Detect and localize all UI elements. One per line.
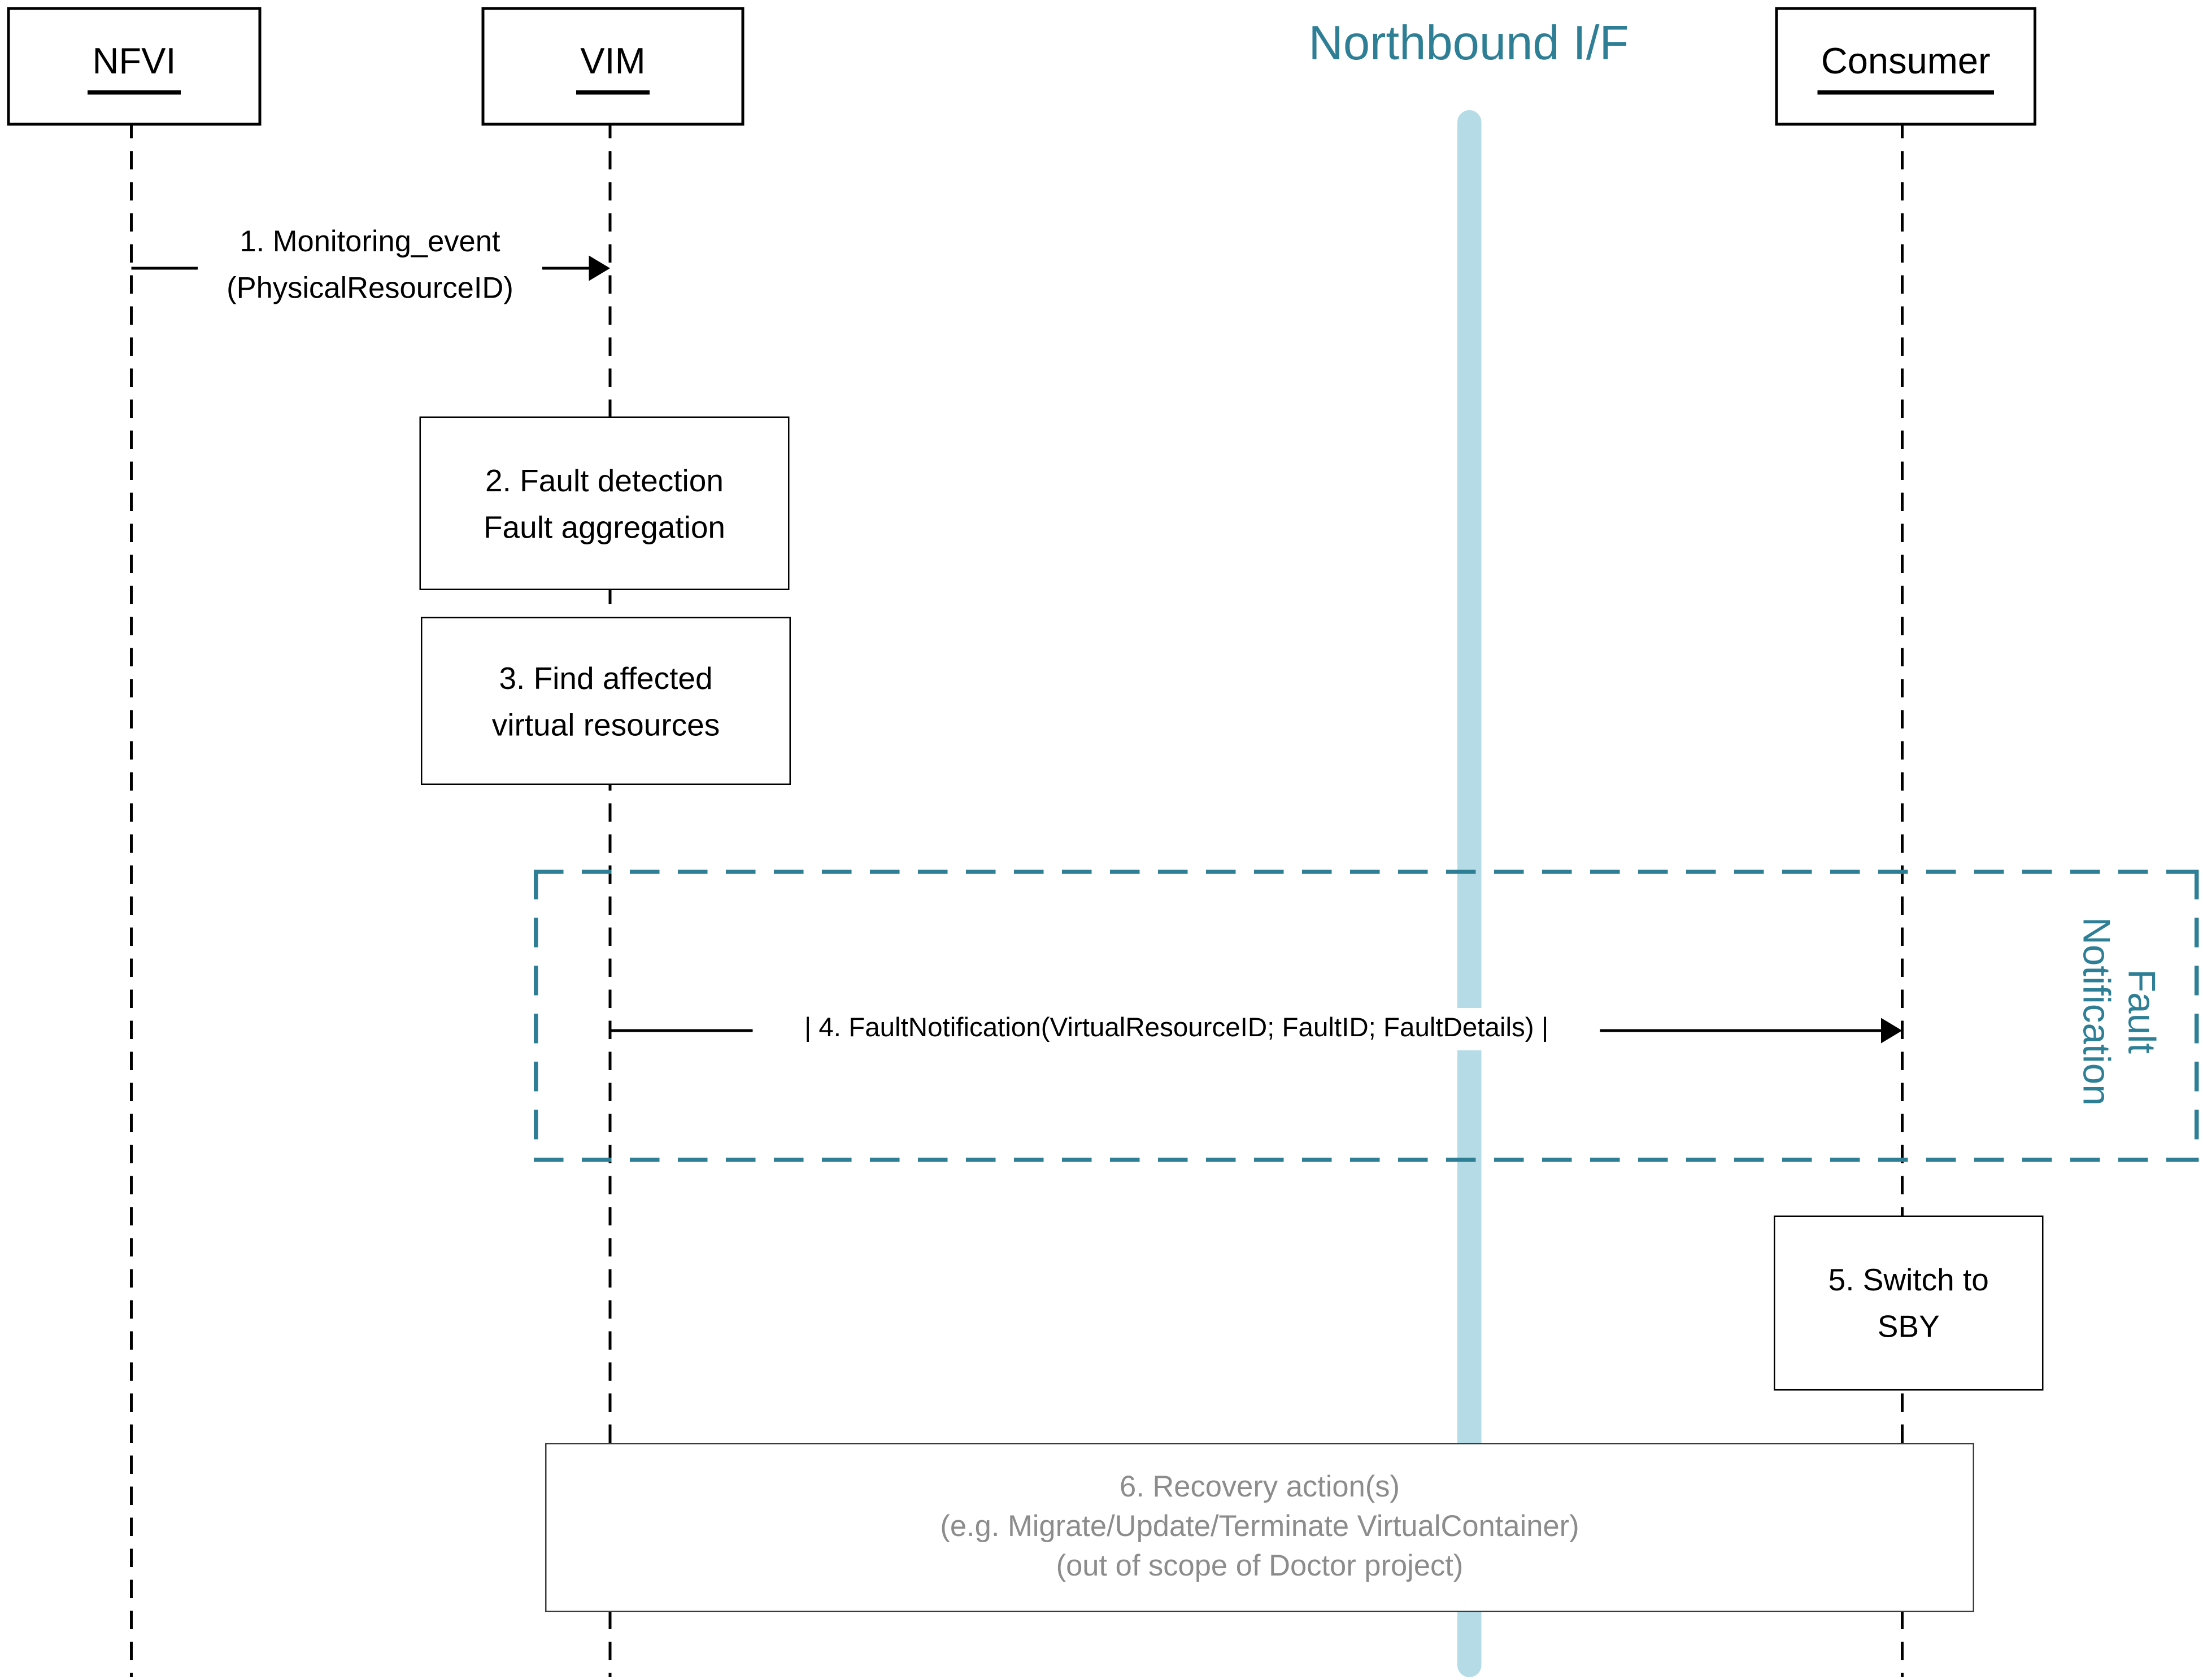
actor-box-vim: VIM xyxy=(481,7,745,126)
northbound-interface-line xyxy=(1457,110,1482,1677)
activity-6-line2: (e.g. Migrate/Update/Terminate VirtualCo… xyxy=(940,1511,1579,1543)
actor-label-vim: VIM xyxy=(576,39,650,94)
lifeline-consumer xyxy=(1901,120,1904,1677)
activity-box-2: 2. Fault detection Fault aggregation xyxy=(419,416,790,590)
message-1-arrowhead-icon xyxy=(589,255,610,281)
fault-notification-frame-top xyxy=(534,870,2199,874)
frame-label-line2: Notification xyxy=(2074,917,2117,1106)
activity-6-line1: 6. Recovery action(s) xyxy=(1119,1472,1400,1504)
activity-box-3: 3. Find affected virtual resources xyxy=(421,617,791,785)
fault-notification-frame-left xyxy=(534,870,538,1162)
lifeline-nfvi xyxy=(130,120,133,1677)
message-1-label: 1. Monitoring_event (PhysicalResourceID) xyxy=(198,220,542,312)
activity-3-line2: virtual resources xyxy=(491,706,720,742)
fault-notification-frame-right xyxy=(2195,870,2199,1162)
message-1-line2: (PhysicalResourceID) xyxy=(227,272,513,304)
fault-notification-frame-bottom xyxy=(534,1158,2199,1162)
activity-5-line1: 5. Switch to xyxy=(1828,1262,1989,1298)
actor-label-nfvi: NFVI xyxy=(88,39,181,94)
activity-6-line3: (out of scope of Doctor project) xyxy=(1056,1550,1464,1583)
activity-box-6: 6. Recovery action(s) (e.g. Migrate/Upda… xyxy=(545,1443,1974,1612)
activity-5-line2: SBY xyxy=(1877,1308,1940,1345)
message-4-label: | 4. FaultNotification(VirtualResourceID… xyxy=(752,1008,1600,1051)
message-4-arrowhead-icon xyxy=(1881,1018,1902,1044)
activity-box-5: 5. Switch to SBY xyxy=(1774,1215,2044,1391)
activity-3-line1: 3. Find affected xyxy=(499,660,713,696)
lifeline-vim xyxy=(608,120,612,1677)
actor-box-nfvi: NFVI xyxy=(7,7,262,126)
actor-label-consumer: Consumer xyxy=(1817,39,1995,94)
message-1-line1: 1. Monitoring_event xyxy=(240,226,500,259)
activity-2-line2: Fault aggregation xyxy=(483,509,726,544)
activity-2-line1: 2. Fault detection xyxy=(485,462,724,498)
northbound-interface-title: Northbound I/F xyxy=(1308,17,1629,71)
frame-label-line1: Fault xyxy=(2120,968,2163,1054)
fault-notification-frame-label: Fault Notification xyxy=(2073,870,2164,1153)
actor-box-consumer: Consumer xyxy=(1775,7,2036,126)
